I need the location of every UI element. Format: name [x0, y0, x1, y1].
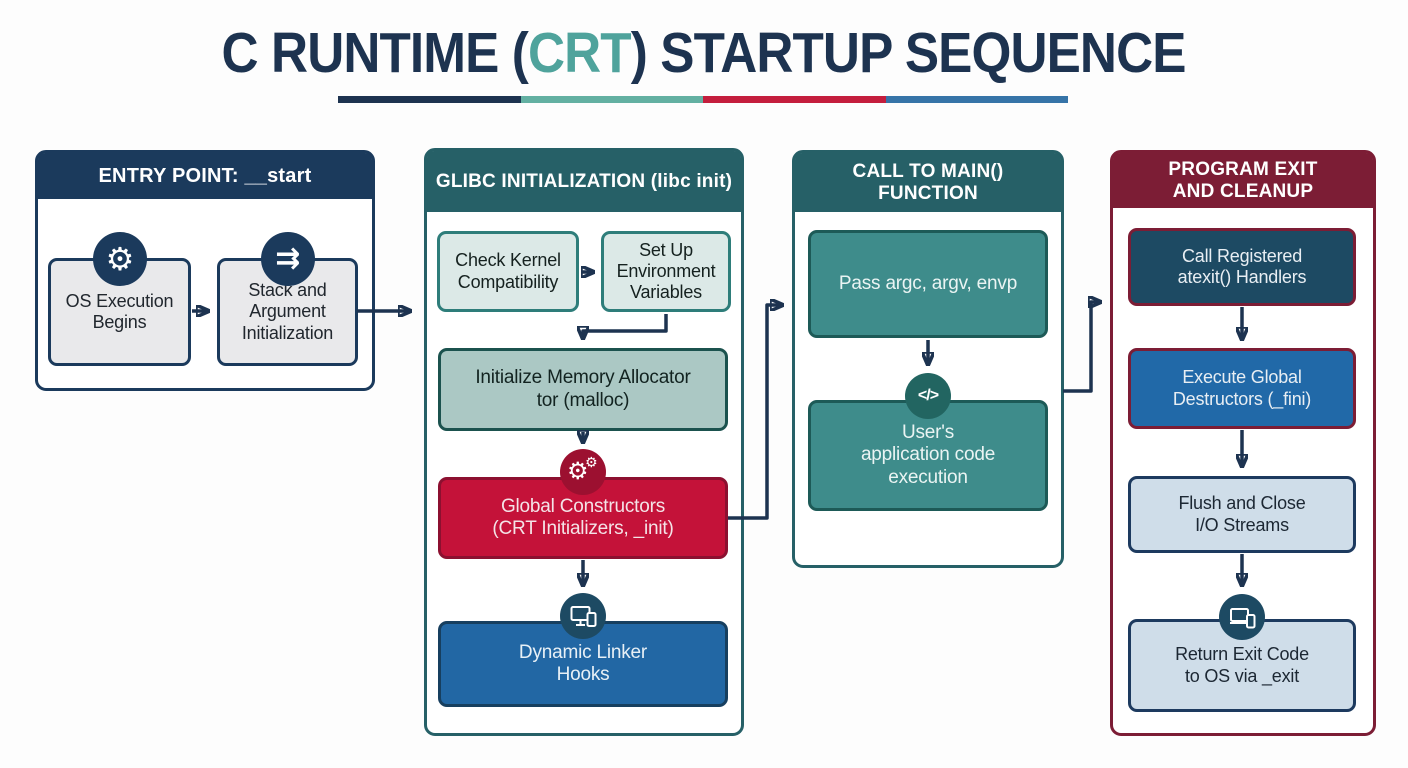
monitor-devices-glyph — [570, 605, 596, 627]
node-init-malloc: Initialize Memory Allocator tor (malloc) — [438, 348, 728, 431]
call-main-header: CALL TO MAIN() FUNCTION — [795, 153, 1061, 212]
page-title: C RUNTIME (CRT) STARTUP SEQUENCE — [0, 22, 1408, 85]
accent-segment-navy — [338, 96, 521, 103]
title-highlight: CRT — [528, 21, 632, 85]
gears-icon: ⚙ ⚙ — [560, 449, 606, 495]
title-accent-bar — [338, 96, 1068, 103]
node-user-code: User's application code execution — [808, 400, 1048, 511]
transfer-arrows-glyph: ⇉ — [275, 242, 301, 275]
node-setup-env: Set Up Environment Variables — [601, 231, 731, 312]
node-check-kernel: Check Kernel Compatibility — [437, 231, 579, 312]
node-flush-io: Flush and Close I/O Streams — [1128, 476, 1356, 553]
node-pass-args: Pass argc, argv, envp — [808, 230, 1048, 338]
connector-main-to-exit — [1063, 302, 1099, 393]
program-exit-header: PROGRAM EXIT AND CLEANUP — [1113, 153, 1373, 208]
title-suffix: ) STARTUP SEQUENCE — [631, 21, 1187, 85]
laptop-devices-icon — [1219, 594, 1265, 640]
accent-segment-crimson — [703, 96, 886, 103]
node-os-execution-begins: OS Execution Begins — [48, 258, 191, 366]
code-icon: </> — [905, 373, 951, 419]
code-glyph: </> — [917, 387, 939, 404]
gear-glyph-small: ⚙ — [585, 454, 598, 470]
gear-icon: ⚙ — [93, 232, 147, 286]
gear-glyph: ⚙ — [105, 241, 135, 277]
title-prefix: C RUNTIME ( — [222, 21, 529, 85]
entry-point-header: ENTRY POINT: __start — [38, 153, 372, 199]
transfer-arrows-icon: ⇉ — [261, 232, 315, 286]
monitor-devices-icon — [560, 593, 606, 639]
glibc-init-header: GLIBC INITIALIZATION (libc init) — [427, 151, 741, 212]
accent-segment-blue — [885, 96, 1068, 103]
gear-glyph-large: ⚙ — [567, 458, 589, 485]
accent-segment-teal — [520, 96, 703, 103]
laptop-devices-glyph — [1229, 607, 1255, 628]
node-global-destructors: Execute Global Destructors (_fini) — [1128, 348, 1356, 429]
node-atexit-handlers: Call Registered atexit() Handlers — [1128, 228, 1356, 306]
